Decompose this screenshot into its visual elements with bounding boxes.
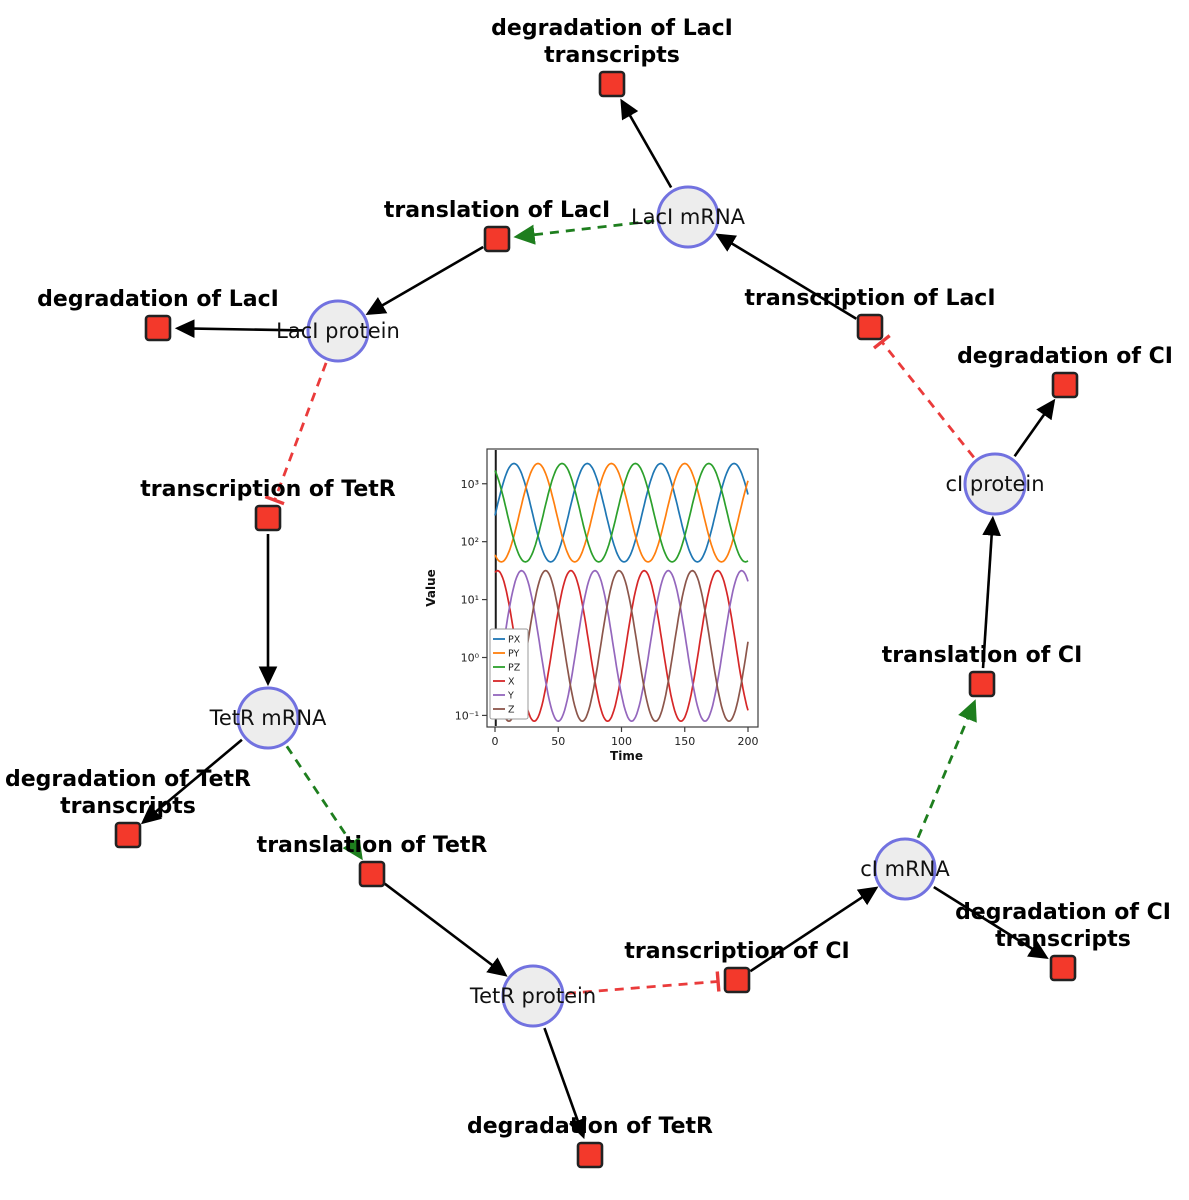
x-axis-label: Time: [610, 749, 643, 763]
reaction-node-transl_laci: [483, 225, 511, 253]
reaction-label-deg_tetr-line-0: degradation of TetR: [467, 1114, 713, 1139]
series-line-Z: [494, 569, 749, 723]
species-label-tetr_mrna: TetR mRNA: [209, 706, 327, 730]
reaction-label-deg_ci-line-0: degradation of CI: [957, 344, 1173, 369]
edge-modifier-laci_mrna-to-transl_laci: [513, 219, 655, 245]
reaction-node-transl_ci: [968, 670, 996, 698]
edge-production-transl_ci-to-ci_protein: [981, 515, 1001, 669]
edge-modifier-ci_mrna-to-transl_ci: [916, 699, 977, 839]
species-label-ci_protein: cI protein: [945, 472, 1044, 496]
reaction-label-deg_laci-line-0: degradation of LacI: [37, 287, 279, 312]
species-node-ci_protein: [963, 452, 1027, 516]
reaction-label-transl_ci-line-0: translation of CI: [882, 643, 1083, 668]
edge-production-transl_tetr-to-tetr_protein: [383, 882, 508, 977]
species-node-laci_protein: [306, 299, 370, 363]
edge-consumption-tetr_protein-to-deg_tetr: [543, 1027, 587, 1140]
species-node-laci_mrna: [656, 185, 720, 249]
reaction-node-txn_ci: [723, 966, 751, 994]
species-label-tetr_protein: TetR protein: [469, 984, 596, 1008]
legend-label-X: X: [508, 677, 515, 688]
edge-consumption-ci_protein-to-deg_ci: [1013, 398, 1056, 457]
reaction-label-deg_ci_tx-line-0: degradation of CI: [955, 900, 1171, 925]
edge-production-transl_laci-to-laci_protein: [365, 245, 484, 316]
reaction-node-deg_ci_tx: [1049, 954, 1077, 982]
y-tick-label: 10³: [461, 478, 479, 491]
edges-layer: [140, 98, 1056, 1140]
edge-consumption-laci_protein-to-deg_laci: [174, 319, 305, 338]
reaction-label-deg_laci_tx-line-1: transcripts: [544, 43, 680, 68]
legend-label-PZ: PZ: [508, 663, 521, 674]
reaction-label-deg_ci_tx-line-1: transcripts: [995, 927, 1131, 952]
edge-production-txn_laci-to-laci_mrna: [715, 233, 857, 320]
reaction-node-deg_ci: [1051, 371, 1079, 399]
y-tick-label: 10⁰: [461, 652, 480, 665]
reaction-node-deg_laci: [144, 314, 172, 342]
x-tick-label: 100: [611, 735, 632, 748]
reaction-label-transl_laci-line-0: translation of LacI: [384, 198, 610, 223]
reaction-node-deg_tetr_tx: [114, 821, 142, 849]
species-node-tetr_mrna: [236, 686, 300, 750]
nodes-layer: [114, 70, 1079, 1169]
series-line-PY: [494, 462, 749, 563]
inhibition-tbar-laci_protein-to-txn_tetr: [264, 495, 285, 506]
y-tick-label: 10⁻¹: [455, 709, 479, 722]
series-line-Y: [494, 569, 749, 723]
x-tick-label: 150: [674, 735, 695, 748]
edge-inhibition-ci_protein-to-txn_laci: [880, 340, 975, 459]
reaction-label-deg_tetr_tx-line-0: degradation of TetR: [5, 767, 251, 792]
edge-production-txn_ci-to-ci_mrna: [749, 886, 879, 973]
legend-label-PY: PY: [508, 649, 520, 660]
legend-label-Z: Z: [508, 705, 515, 716]
species-label-laci_protein: LacI protein: [276, 319, 400, 343]
reaction-label-deg_tetr_tx-line-1: transcripts: [60, 794, 196, 819]
reaction-node-deg_laci_tx: [598, 70, 626, 98]
edge-consumption-tetr_mrna-to-deg_tetr_tx: [140, 738, 243, 825]
legend-label-Y: Y: [507, 691, 514, 702]
legend-box: [489, 628, 529, 720]
x-tick-label: 50: [551, 735, 565, 748]
inhibition-tbar-ci_protein-to-txn_laci: [872, 334, 891, 350]
reaction-node-transl_tetr: [358, 860, 386, 888]
reaction-label-transl_tetr-line-0: translation of TetR: [257, 833, 488, 858]
reaction-node-txn_tetr: [254, 504, 282, 532]
x-tick-label: 0: [492, 735, 499, 748]
series-line-X: [494, 569, 749, 723]
species-label-ci_mrna: cI mRNA: [860, 857, 950, 881]
reaction-label-txn_laci-line-0: transcription of LacI: [744, 286, 995, 311]
reaction-label-txn_ci-line-0: transcription of CI: [624, 939, 849, 964]
plot-frame: [486, 448, 759, 728]
inhibition-tbar-tetr_protein-to-txn_ci: [715, 971, 721, 992]
reaction-node-txn_laci: [856, 313, 884, 341]
y-tick-label: 10²: [461, 536, 479, 549]
y-axis-label: Value: [424, 569, 438, 607]
species-node-ci_mrna: [873, 837, 937, 901]
edge-consumption-ci_mrna-to-deg_ci_tx: [933, 885, 1049, 960]
reaction-label-txn_tetr-line-0: transcription of TetR: [140, 477, 396, 502]
edge-inhibition-laci_protein-to-txn_tetr: [273, 362, 328, 501]
y-tick-label: 10¹: [461, 594, 479, 607]
reaction-node-deg_tetr: [576, 1141, 604, 1169]
edge-modifier-tetr_mrna-to-transl_tetr: [285, 745, 363, 861]
edge-consumption-laci_mrna-to-deg_laci_tx: [620, 98, 673, 189]
x-tick-label: 200: [738, 735, 759, 748]
series-line-PX: [494, 462, 749, 563]
legend-label-PX: PX: [508, 635, 521, 646]
species-label-laci_mrna: LacI mRNA: [631, 205, 746, 229]
species-node-tetr_protein: [501, 964, 565, 1028]
reaction-label-deg_laci_tx-line-0: degradation of LacI: [491, 16, 733, 41]
series-line-PZ: [494, 462, 749, 563]
